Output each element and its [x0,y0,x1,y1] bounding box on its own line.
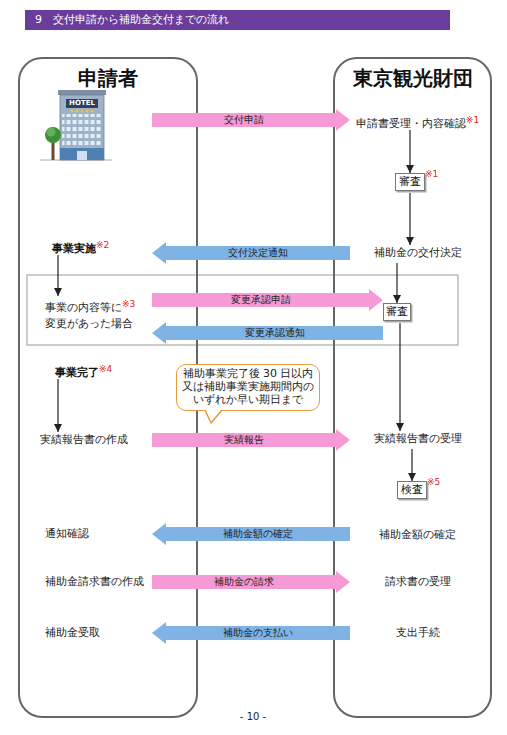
arrow-label: 変更承認申請 [191,293,331,307]
footnote-mark: ※5 [427,477,440,487]
step-text: 補助金受取 [45,625,152,641]
flow-arrow [396,263,397,303]
hotel-tower [60,95,104,160]
hotel-sign-plate [66,99,98,108]
hotel-sign-text: HOTEL [66,99,98,108]
step-label: 検査 [401,483,423,496]
hotel-star [91,110,94,113]
column-heading: 申請者 [20,65,196,91]
process-box: 審査※1 [395,173,425,191]
swimlane-column: 申請者 HOTEL 事業実施※2 事業の内容等に※3 変更があった場合事業完了※4 実績報… [18,57,198,718]
step-label: 変更があった場合 [45,316,152,332]
tree-foliage [47,128,56,137]
band-arrow [152,109,350,131]
step-label: 実績報告書の作成 [40,433,128,446]
flow-arrow [399,323,400,431]
page-number: - 10 - [203,711,303,723]
step-label: 申請書受理・内容確認 [356,117,466,130]
step-label: 事業の内容等に [45,301,122,314]
band-arrow [152,429,350,451]
flow-arrow [409,130,410,173]
footnote-mark: ※1 [466,115,479,125]
hotel-illustration [40,90,112,160]
step-label: 審査 [386,305,408,318]
arrow-label: 実績報告 [174,433,314,447]
band-arrow [152,571,350,593]
process-box: 検査※5 [397,481,427,499]
step-text: 事業実施※2 [52,237,152,253]
flow-arrow [57,379,58,432]
process-box: 審査 [383,303,411,321]
footnote-mark: ※3 [122,299,135,309]
step-text: 補助金の交付決定 [350,245,485,261]
step-text: 補助金額の確定 [350,527,485,543]
title-bar: 9 交付申請から補助金交付までの流れ [25,10,450,30]
band-arrow [152,322,383,344]
step-label: 補助事業完了後 30 日以内 又は補助事業実施期間内の いずれか早い期日まで [182,367,314,406]
hotel-star [81,110,84,113]
step-text: 実績報告書の受理 [350,431,485,447]
step-label: 請求書の受理 [385,575,451,588]
column-heading: 東京観光財団 [335,65,490,91]
bubble-tail-gap [206,409,222,412]
footnote-mark: ※2 [96,240,109,250]
flow-arrow [57,255,58,296]
step-text: 実績報告書の作成 [40,432,152,448]
footnote-mark: ※4 [99,364,112,374]
hotel-entrance [60,148,104,160]
arrow-label: 補助金の請求 [174,575,314,589]
step-label: 事業完了 [55,366,99,379]
ground-line [40,160,112,161]
swimlane-column: 東京観光財団申請書受理・内容確認※1審査※1補助金の交付決定審査実績報告書の受理… [333,57,492,718]
callout-bubble: 補助事業完了後 30 日以内 又は補助事業実施期間内の いずれか早い期日まで [176,364,320,411]
arrow-label: 交付申請 [174,113,314,127]
step-label: 補助金額の確定 [379,528,456,541]
step-label: 事業実施 [52,242,96,255]
arrow-label: 変更承認通知 [205,326,345,340]
change-group-frame [27,275,458,345]
arrow-label: 補助金の支払い [188,626,328,640]
flow-arrow [409,193,410,245]
step-text: 支出手続 [350,625,485,641]
step-text: 請求書の受理 [350,574,485,590]
step-label: 支出手続 [396,626,440,639]
footnote-mark: ※1 [425,169,438,179]
hotel-star [71,110,74,113]
step-label: 実績報告書の受理 [374,432,462,445]
band-arrow [152,289,383,311]
band-arrow [152,242,350,264]
step-text: 事業の内容等に※3 変更があった場合 [45,296,152,330]
step-label: 補助金の交付決定 [374,246,462,259]
bubble-tail [205,410,222,423]
step-text: 申請書受理・内容確認※1 [350,112,485,128]
hotel-windows [62,114,102,146]
step-text: 補助金請求書の作成 [45,574,152,590]
step-label: 補助金請求書の作成 [45,575,144,588]
step-label: 審査 [399,175,421,188]
band-arrow [152,622,350,644]
hotel-star [76,110,79,113]
step-text: 事業完了※4 [55,361,152,377]
arrow-label: 補助金額の確定 [188,527,328,541]
hotel-node: HOTEL [40,88,152,168]
tree-trunk [52,140,55,160]
step-label: 補助金受取 [45,626,100,639]
step-text: 通知確認 [45,526,152,542]
band-arrow [152,523,350,545]
hotel-roof [58,90,106,95]
tree-foliage [45,127,61,143]
flow-arrow [411,449,412,481]
hotel-star [86,110,89,113]
step-label: 通知確認 [45,527,89,540]
hotel-door [77,151,87,160]
arrow-label: 交付決定通知 [188,246,328,260]
